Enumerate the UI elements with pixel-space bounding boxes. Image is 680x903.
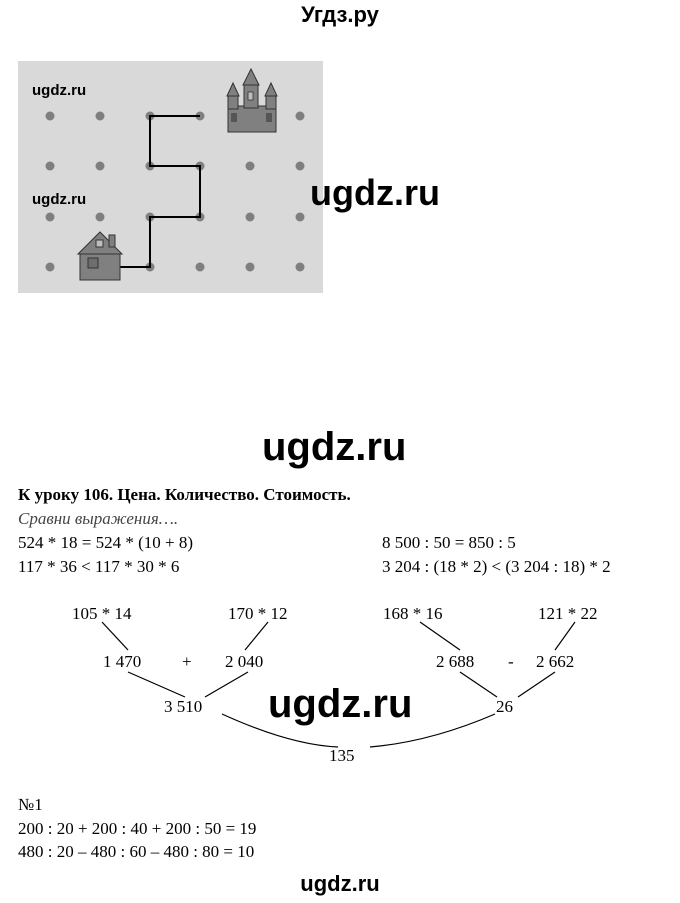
comparison-right-1: 8 500 : 50 = 850 : 5	[382, 533, 516, 552]
watermark-footer: ugdz.ru	[300, 871, 380, 896]
grid-dot	[245, 161, 255, 171]
lesson-title: К уроку 106. Цена. Количество. Стоимость…	[18, 485, 351, 504]
grid-dot	[245, 262, 255, 272]
tree-left-top-b: 170 * 12	[228, 604, 288, 623]
grid-dot	[95, 111, 105, 121]
house-icon	[76, 231, 124, 281]
tree-right-mid-b: 2 662	[536, 652, 575, 671]
grid-dot	[295, 262, 305, 272]
route-path	[98, 115, 201, 268]
watermark-grid-top: ugdz.ru	[32, 82, 87, 99]
tree-final-result: 135	[329, 746, 355, 765]
tree-left-mid-a: 1 470	[103, 652, 142, 671]
watermark-grid-mid: ugdz.ru	[32, 191, 87, 208]
comparison-left-2: 117 * 36 < 117 * 30 * 6	[18, 557, 180, 576]
grid-dot	[295, 111, 305, 121]
tree-right-op: -	[508, 652, 514, 671]
tree-right-top-b: 121 * 22	[538, 604, 598, 623]
watermark-right-big: ugdz.ru	[310, 172, 440, 213]
site-header-title: Угдз.ру	[301, 2, 379, 27]
grid-dot	[245, 212, 255, 222]
task-line-2: 480 : 20 – 480 : 60 – 480 : 80 = 10	[18, 842, 255, 861]
grid-dot	[45, 262, 55, 272]
lesson-subtitle: Сравни выражения….	[18, 509, 179, 528]
tree-right-result: 26	[496, 697, 513, 716]
tree-left-mid-b: 2 040	[225, 652, 264, 671]
grid-dot	[45, 212, 55, 222]
castle-icon	[226, 67, 278, 133]
tree-connectors	[101, 621, 576, 748]
tree-left-result: 3 510	[164, 697, 203, 716]
watermark-center-big: ugdz.ru	[262, 425, 407, 469]
watermark-tree-big: ugdz.ru	[268, 682, 413, 726]
grid-dot	[45, 111, 55, 121]
grid-dot	[195, 262, 205, 272]
tree-right-mid-a: 2 688	[436, 652, 475, 671]
grid-dot	[295, 161, 305, 171]
grid-dot	[95, 161, 105, 171]
grid-dot	[45, 161, 55, 171]
tree-left-op: +	[182, 652, 192, 671]
task-number: №1	[18, 795, 43, 814]
comparison-left-1: 524 * 18 = 524 * (10 + 8)	[18, 533, 193, 552]
grid-dot	[95, 212, 105, 222]
comparison-right-2: 3 204 : (18 * 2) < (3 204 : 18) * 2	[382, 557, 611, 576]
tree-right-top-a: 168 * 16	[383, 604, 443, 623]
task-line-1: 200 : 20 + 200 : 40 + 200 : 50 = 19	[18, 819, 257, 838]
tree-left-top-a: 105 * 14	[72, 604, 132, 623]
grid-dot	[295, 212, 305, 222]
